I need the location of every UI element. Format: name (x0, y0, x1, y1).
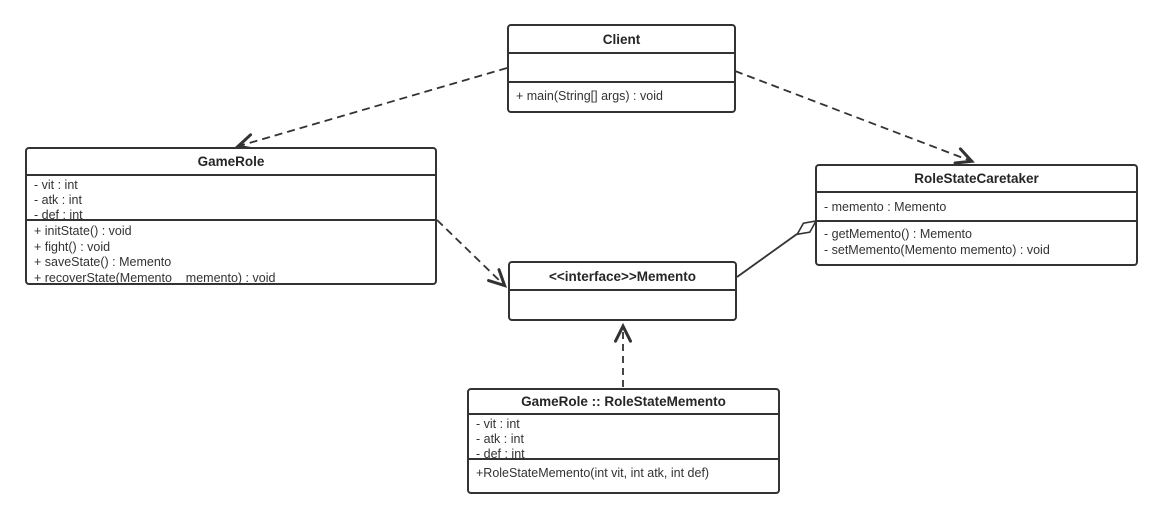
class-title: GameRole :: RoleStateMemento (469, 390, 778, 415)
methods-compartment: + initState() : void + fight() : void + … (27, 221, 435, 283)
aggregation-caretaker-memento-line (736, 233, 798, 278)
class-rolestatecaretaker: RoleStateCaretaker - memento : Memento -… (815, 164, 1138, 266)
class-title: Client (509, 26, 734, 54)
attribute-row: - vit : int (34, 178, 78, 192)
attributes-compartment (509, 54, 734, 83)
dependency-client-caretaker-line (734, 70, 971, 161)
methods-compartment: +RoleStateMemento(int vit, int atk, int … (469, 460, 778, 490)
class-title: RoleStateCaretaker (817, 166, 1136, 193)
class-client: Client + main(String[] args) : void (507, 24, 736, 113)
attribute-row: - atk : int (476, 432, 524, 446)
empty-body-compartment (510, 291, 735, 317)
method-row: + recoverState(Memento memento) : void (34, 270, 276, 284)
class-rolestatememento: GameRole :: RoleStateMemento - vit : int… (467, 388, 780, 494)
method-row: + saveState() : Memento (34, 255, 172, 269)
attribute-row: - atk : int (34, 193, 82, 207)
attributes-compartment: - vit : int - atk : int - def : int (27, 176, 435, 221)
attribute-row: - vit : int (476, 417, 520, 431)
interface-title: <<interface>>Memento (510, 263, 735, 291)
method-row: - getMemento() : Memento (824, 227, 972, 241)
method-row: + initState() : void (34, 224, 132, 238)
method-row: + fight() : void (34, 239, 111, 254)
interface-memento: <<interface>>Memento (508, 261, 737, 321)
method-row: + main(String[] args) : void (516, 89, 663, 103)
methods-compartment: + main(String[] args) : void (509, 83, 734, 111)
dependency-client-gamerole-line (239, 67, 508, 146)
aggregation-diamond-icon (795, 219, 818, 236)
class-title: GameRole (27, 149, 435, 176)
method-row: - setMemento(Memento memento) : void (824, 242, 1050, 257)
dependency-gamerole-memento-line (436, 219, 504, 285)
methods-compartment: - getMemento() : Memento - setMemento(Me… (817, 222, 1136, 262)
attributes-compartment: - memento : Memento (817, 193, 1136, 222)
attribute-row: - memento : Memento (824, 200, 947, 214)
class-gamerole: GameRole - vit : int - atk : int - def :… (25, 147, 437, 285)
attributes-compartment: - vit : int - atk : int - def : int (469, 415, 778, 460)
attribute-row: - def : int (34, 208, 83, 221)
method-row: +RoleStateMemento(int vit, int atk, int … (476, 466, 710, 480)
attribute-row: - def : int (476, 447, 525, 460)
